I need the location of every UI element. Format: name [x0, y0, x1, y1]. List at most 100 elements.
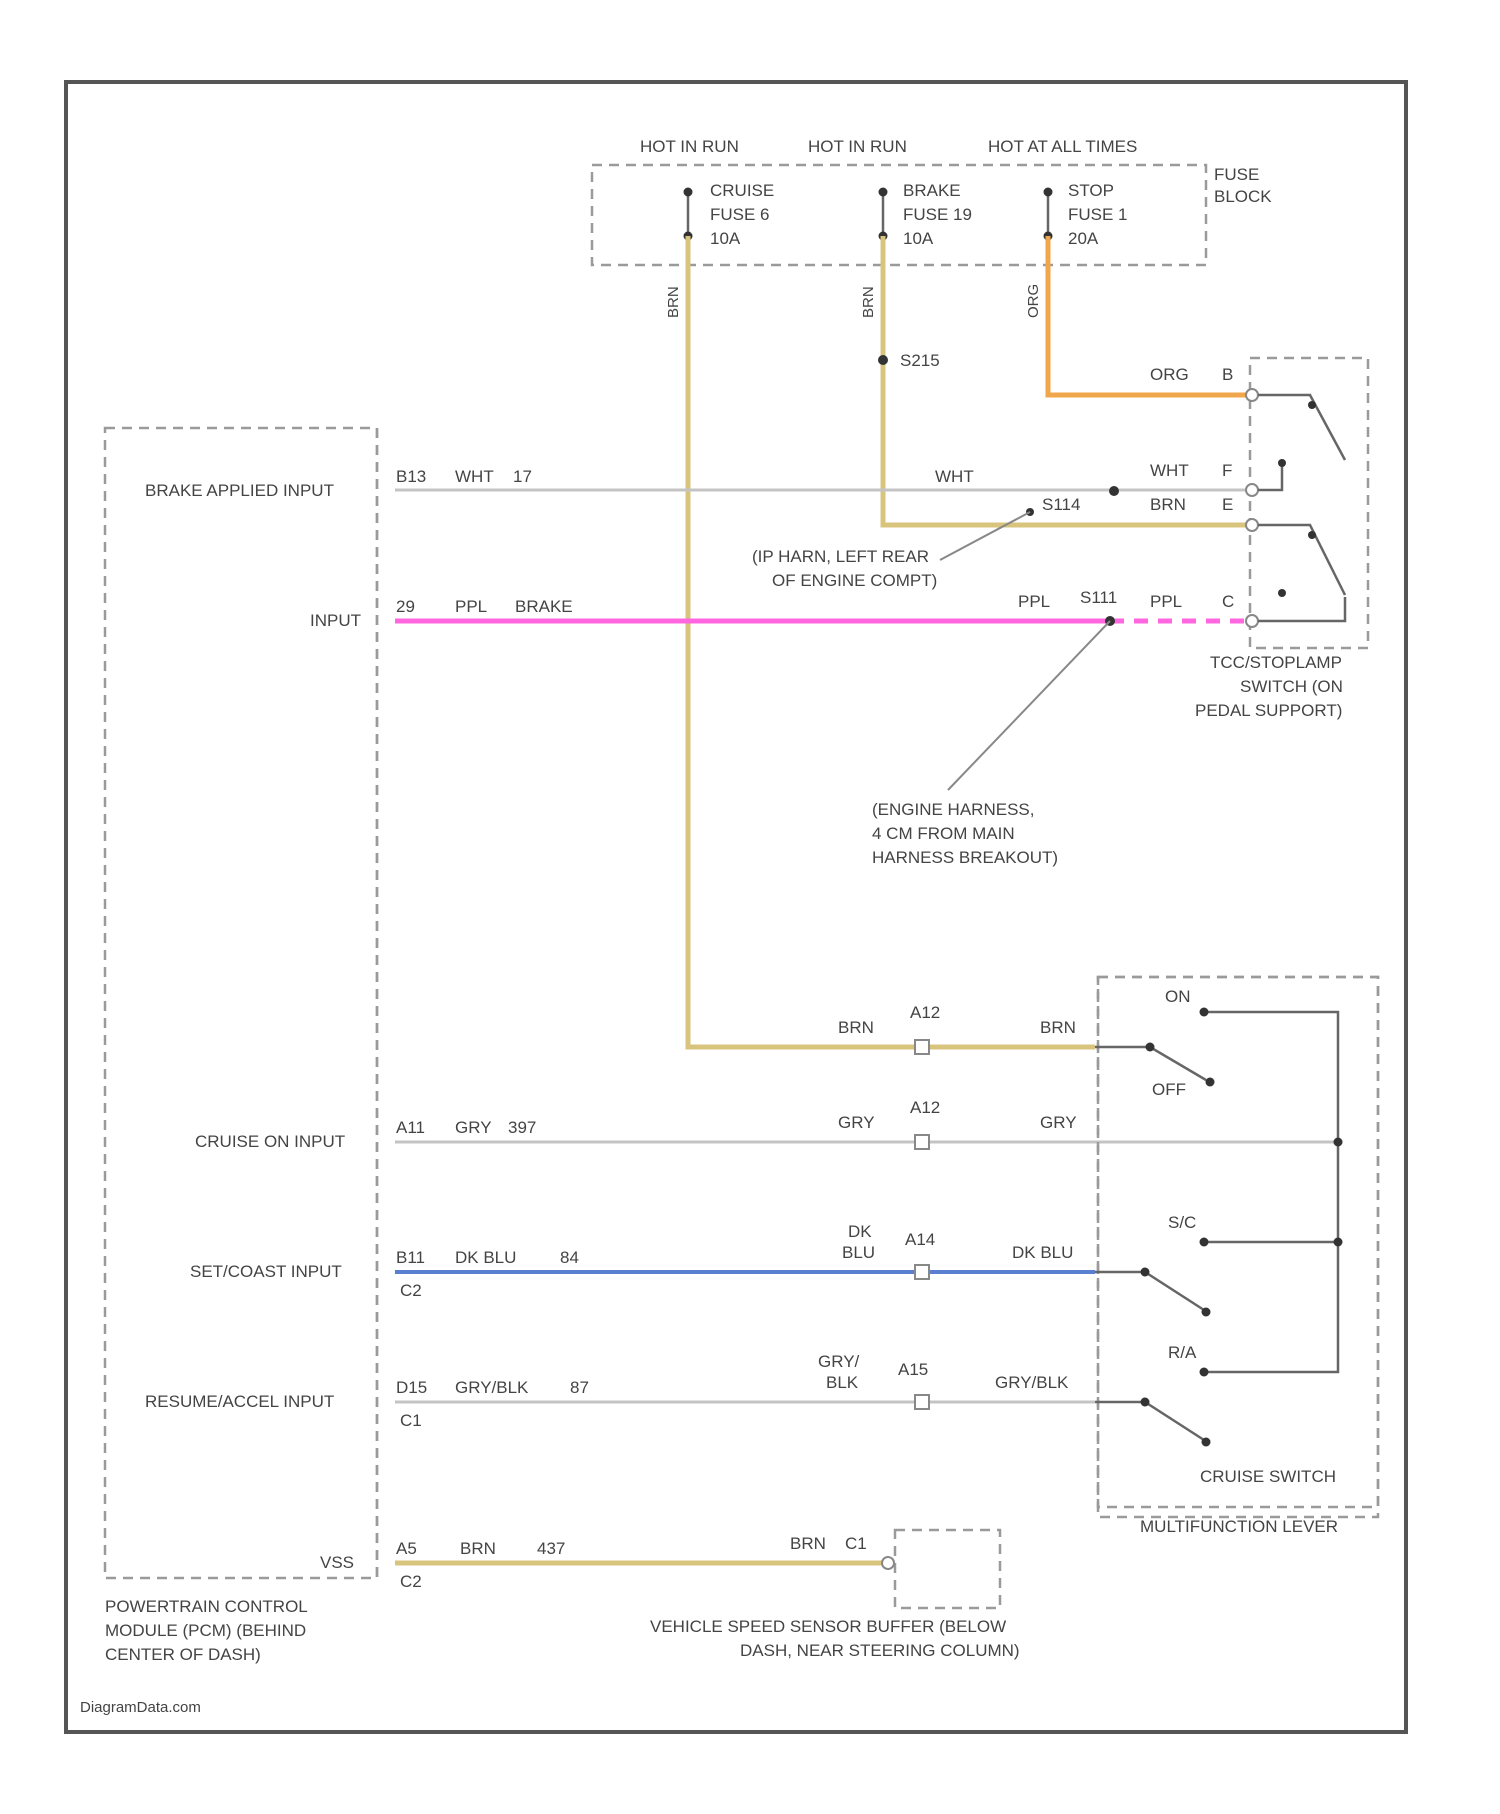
wire-brn-label-3: BRN	[1150, 495, 1186, 514]
pcm-input-pin-1: 29	[396, 597, 415, 616]
pcm-input-num-3: 84	[560, 1248, 579, 1267]
cruise-switch-name: CRUISE SWITCH	[1200, 1467, 1336, 1486]
conn-a12-label-1: A12	[910, 1003, 940, 1022]
cruise-on-off-pivot	[1146, 1043, 1155, 1052]
wire-dk-blu-label-1a: DK	[848, 1222, 872, 1241]
fuse-stop-top-dot	[1044, 188, 1053, 197]
fuse-block-label-1: FUSE	[1214, 165, 1259, 184]
wire-wht-label-1: WHT	[935, 467, 974, 486]
fuse-block-label-2: BLOCK	[1214, 187, 1272, 206]
wire-gry-label-1: GRY	[838, 1113, 875, 1132]
pcm-input-num-4: 87	[570, 1378, 589, 1397]
wire-brn-label-4: BRN	[838, 1018, 874, 1037]
stoplamp-switch: TCC/STOPLAMP SWITCH (ON PEDAL SUPPORT)	[1195, 358, 1368, 720]
stoplamp-contact-dot-1	[1308, 401, 1316, 409]
fuse-stop-label-3: 20A	[1068, 229, 1099, 248]
pcm-name-3: CENTER OF DASH)	[105, 1645, 261, 1664]
pcm-input-label-3: SET/COAST INPUT	[190, 1262, 342, 1281]
stoplamp-contact-2	[1258, 465, 1282, 490]
vss-buffer-name-1: VEHICLE SPEED SENSOR BUFFER (BELOW	[650, 1617, 1006, 1636]
fuse-block: HOT IN RUN HOT IN RUN HOT AT ALL TIMES F…	[592, 137, 1272, 265]
fuse-cruise-label-3: 10A	[710, 229, 741, 248]
fuse-cruise-label-1: CRUISE	[710, 181, 774, 200]
wire-gry-blk-label-1b: BLK	[826, 1373, 859, 1392]
cruise-ra-label: R/A	[1168, 1343, 1197, 1362]
stoplamp-pin-e	[1246, 519, 1258, 531]
pcm-input-pin-0: B13	[396, 467, 426, 486]
hot-in-run-label-1: HOT IN RUN	[640, 137, 739, 156]
pcm-input-num-0: 17	[513, 467, 532, 486]
s114-note-2: OF ENGINE COMPT)	[772, 571, 937, 590]
conn-a14-label: A14	[905, 1230, 935, 1249]
fuse-brake-label-1: BRAKE	[903, 181, 961, 200]
pcm-input-pin-4: D15	[396, 1378, 427, 1397]
pcm-input-wire-0: WHT	[455, 467, 494, 486]
conn-a12-2	[915, 1135, 929, 1149]
wire-gry-blk-label-2: GRY/BLK	[995, 1373, 1069, 1392]
pcm-input-wire-3: DK BLU	[455, 1248, 516, 1267]
wire-org-stop	[1048, 236, 1250, 395]
cruise-off-contact-dot	[1206, 1078, 1215, 1087]
stoplamp-contact-3	[1258, 525, 1345, 595]
wire-brn-cruise	[688, 236, 1095, 1047]
pin-b-label: B	[1222, 365, 1233, 384]
pcm-input-pin-5: A5	[396, 1539, 417, 1558]
pcm-input-sub-4: C1	[400, 1411, 422, 1430]
footer-watermark: DiagramData.com	[80, 1699, 201, 1716]
stoplamp-pin-c	[1246, 615, 1258, 627]
pin-c-label: C	[1222, 592, 1234, 611]
stoplamp-switch-outline	[1250, 358, 1368, 648]
cruise-on-label: ON	[1165, 987, 1191, 1006]
pcm-input-wire-1: PPL	[455, 597, 487, 616]
wire-org-label-2: ORG	[1150, 365, 1189, 384]
cruise-switch: ON OFF S/C R/A CRUISE SWITCH MULTIFUNCTI…	[1095, 977, 1378, 1536]
cruise-ra-pivot	[1141, 1398, 1150, 1407]
fuse-stop-label-2: FUSE 1	[1068, 205, 1128, 224]
stoplamp-contact-dot-2	[1278, 459, 1286, 467]
vss-buffer-pin	[882, 1557, 894, 1569]
wire-gry-label-2: GRY	[1040, 1113, 1077, 1132]
vss-buffer-outline	[895, 1530, 1000, 1608]
stoplamp-contact-1	[1258, 395, 1345, 460]
cruise-bus-line	[1206, 1012, 1338, 1372]
fuse-cruise-top-dot	[684, 188, 693, 197]
cruise-bus-dot-2	[1334, 1238, 1343, 1247]
wires: BRN BRN S215 ORG ORG B WHT WHT F S114 BR…	[395, 236, 1338, 1563]
stoplamp-name-2: SWITCH (ON	[1240, 677, 1343, 696]
wire-brn-label-5: BRN	[1040, 1018, 1076, 1037]
splice-s114-label: S114	[1042, 495, 1080, 514]
vss-buffer-name-2: DASH, NEAR STEERING COLUMN)	[740, 1641, 1020, 1660]
cruise-ra-blade	[1095, 1402, 1204, 1440]
wht-splice-dot	[1109, 486, 1119, 496]
wire-ppl-label-2: PPL	[1150, 592, 1182, 611]
pcm-input-wire-4: GRY/BLK	[455, 1378, 529, 1397]
cruise-ra-contact-dot	[1200, 1368, 1209, 1377]
wire-ppl-label-1: PPL	[1018, 592, 1050, 611]
s111-note-1: (ENGINE HARNESS,	[872, 800, 1034, 819]
pcm-input-sub-3: C2	[400, 1281, 422, 1300]
cruise-sc-pivot	[1141, 1268, 1150, 1277]
cruise-sc-contact-dot	[1200, 1238, 1209, 1247]
cruise-switch-outline	[1098, 977, 1378, 1517]
pin-f-label: F	[1222, 461, 1232, 480]
pcm-input-pin-2: A11	[396, 1118, 425, 1137]
s114-leader	[940, 512, 1030, 560]
pcm-name-2: MODULE (PCM) (BEHIND	[105, 1621, 306, 1640]
wire-dk-blu-label-1b: BLU	[842, 1243, 875, 1262]
cruise-ra-open-dot	[1202, 1438, 1211, 1447]
stoplamp-name-1: TCC/STOPLAMP	[1210, 653, 1342, 672]
pcm-input-num-2: 397	[508, 1118, 536, 1137]
conn-a14	[915, 1265, 929, 1279]
s111-leader	[948, 621, 1110, 790]
s111-note-3: HARNESS BREAKOUT)	[872, 848, 1058, 867]
wire-brn-label-6: BRN	[790, 1534, 826, 1553]
wire-wht-label-2: WHT	[1150, 461, 1189, 480]
pcm: BRAKE APPLIED INPUT B13 WHT 17 INPUT 29 …	[105, 428, 589, 1664]
splice-s111-label: S111	[1080, 588, 1117, 607]
pin-c1-label: C1	[845, 1534, 867, 1553]
conn-a15-label: A15	[898, 1360, 928, 1379]
fuse-cruise-label-2: FUSE 6	[710, 205, 770, 224]
cruise-sc-blade	[1095, 1272, 1204, 1310]
cruise-on-off-blade	[1095, 1047, 1206, 1080]
stoplamp-pin-b	[1246, 389, 1258, 401]
